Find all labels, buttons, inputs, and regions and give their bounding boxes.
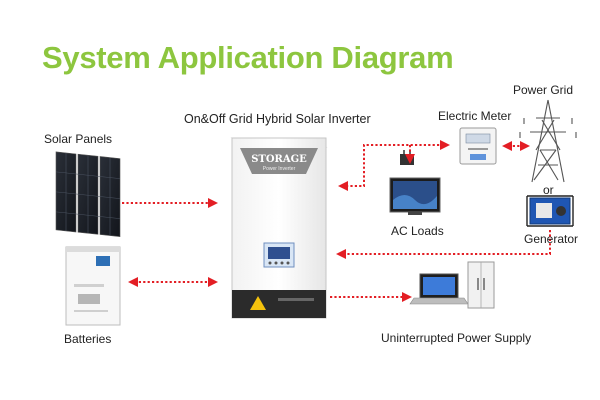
connection-arrows [122,140,551,302]
tv-icon [389,150,441,215]
inverter-brand-subtitle: Power Inverter [263,166,296,172]
solar-panels-icon [55,151,121,237]
label-electric-meter: Electric Meter [438,109,512,123]
label-ups: Uninterrupted Power Supply [381,331,532,345]
diagram-title: System Application Diagram [42,40,454,75]
arrow-meter-to-inverter [338,140,450,191]
refrigerator-icon [467,261,495,309]
label-ac-loads: AC Loads [391,224,444,238]
label-or: or [543,183,554,197]
label-power-grid: Power Grid [513,83,574,97]
arrow-generator-to-inverter [336,230,551,259]
battery-cabinet-icon [65,246,121,326]
electric-meter-icon [459,127,497,165]
label-inverter: On&Off Grid Hybrid Solar Inverter [184,112,371,126]
label-generator: Generator [524,232,579,246]
power-pylon-icon [519,99,577,183]
label-batteries: Batteries [64,332,112,346]
inverter-brand-name: STORAGE [251,154,307,165]
label-solar-panels: Solar Panels [44,132,113,146]
laptop-icon [409,273,469,305]
inverter-unit [230,137,328,319]
generator-icon [526,195,574,227]
